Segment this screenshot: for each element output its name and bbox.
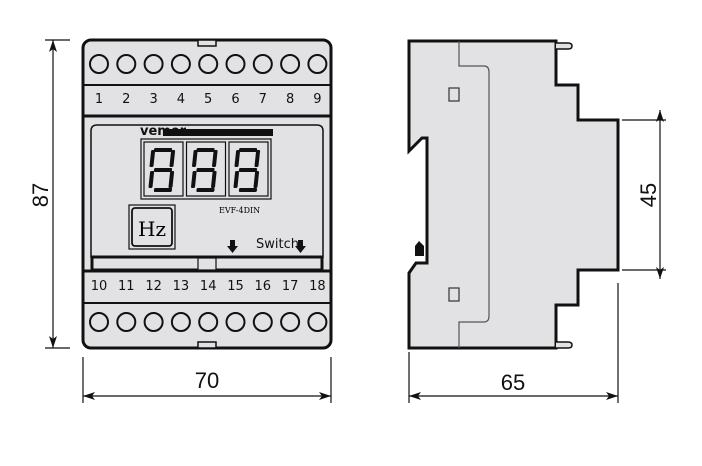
terminal-number: 9 [313,92,321,107]
terminal-screw [225,312,246,332]
front-height-dimension: 45 [636,183,661,207]
unit-box [131,207,173,247]
terminal-number: 16 [255,279,272,294]
terminal-screw [170,54,191,74]
terminal-screw [143,312,164,332]
display-segment [196,168,215,172]
switch-label: Switch [256,237,299,252]
top-terminal-numbers: 1 2 3 4 5 6 7 8 9 [95,92,322,107]
display-segment [238,188,258,192]
display-segment [149,150,156,167]
terminal-number: 11 [118,279,135,294]
digit-cell [143,141,184,197]
display-segment [234,150,241,167]
side-slot [448,87,460,102]
display-segment [153,148,173,152]
display-segment [254,150,261,167]
terminal-screw [198,312,219,332]
terminal-screw [116,54,137,74]
terminal-screw [252,54,273,74]
digit-cell [185,141,227,197]
terminal-screw [307,312,328,332]
bottom-terminal-screws [89,312,328,332]
bottom-terminal-numbers: 10 11 12 13 14 15 16 17 18 [91,279,326,294]
arrow-down-icon [295,240,306,253]
terminal-number: 6 [231,92,239,107]
terminal-number: 12 [145,279,162,294]
display-segment [212,150,218,167]
front-panel [90,124,324,258]
width-dimension: 70 [195,368,219,393]
model-label: EVF-4DIN [219,206,260,215]
terminal-screw [89,54,109,74]
strip-latch [197,257,217,271]
terminal-number: 7 [259,92,267,107]
terminal-number: 3 [149,92,157,107]
display-segment [148,171,155,188]
side-view [407,39,620,350]
height-dimension: 87 [28,183,53,207]
terminal-screw [225,54,246,74]
display-segment [211,171,217,188]
terminal-screw [198,54,219,74]
terminal-screw [280,312,301,332]
terminal-screw [143,54,164,74]
terminal-screw [252,312,273,332]
display-segment [169,150,176,167]
terminal-number: 1 [95,92,103,107]
display-segment [253,171,260,188]
terminal-number: 14 [200,279,217,294]
top-tab [197,39,217,47]
terminal-number: 15 [227,279,244,294]
top-terminal-screws [89,54,328,74]
brand-bar [163,129,273,136]
terminal-screw [116,312,137,332]
display-segment [153,168,173,172]
bottom-pin [556,341,573,349]
terminal-number: 5 [204,92,212,107]
display-segment [196,148,215,152]
display-segment [168,171,175,188]
display-segment [192,150,198,167]
terminal-number: 17 [282,279,299,294]
display-frame [140,138,272,200]
terminal-screw [89,312,109,332]
unit-label: Hz [138,217,166,241]
depth-dimension: 65 [501,370,525,395]
top-pin [556,42,573,50]
terminal-screw [307,54,328,74]
arrow-down-icon [227,240,238,253]
din-clip [415,241,424,256]
display-segment [238,168,258,172]
terminal-screw [170,312,191,332]
terminal-number: 13 [173,279,190,294]
display-segment [196,188,215,192]
seven-segment-display [143,141,269,197]
side-housing [407,39,620,350]
display-segment [233,171,240,188]
terminal-number: 18 [309,279,326,294]
terminal-screw [280,54,301,74]
front-housing [81,38,333,350]
display-segment [238,148,258,152]
terminal-number: 10 [91,279,108,294]
terminal-number: 4 [177,92,185,107]
bottom-tab [197,341,217,349]
side-slot [448,287,460,302]
display-segment [153,188,173,192]
dimension-lines [45,39,666,403]
terminal-number: 2 [122,92,130,107]
display-segment [191,171,197,188]
unit-box-outer [128,204,176,250]
digit-cell [228,141,269,197]
terminal-number: 8 [286,92,294,107]
